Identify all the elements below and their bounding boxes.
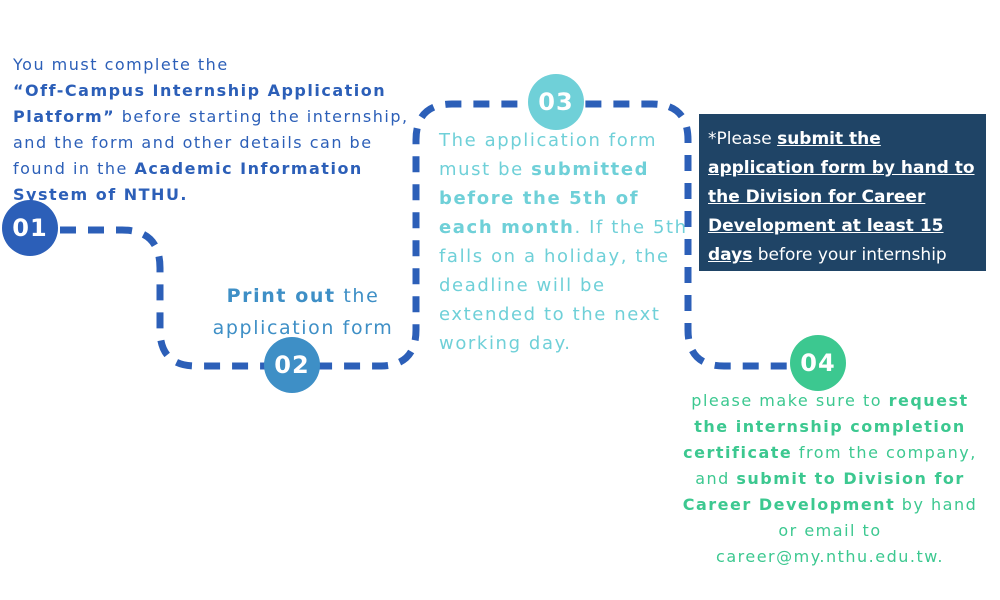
note-text-part: *Please [708,129,778,149]
step-1-system-name: Academic Information System of NTHU. [13,159,363,204]
step-2-text-part: the application form [212,285,394,339]
step-1-platform-name: “Off-Campus Internship Application Platf… [13,81,387,126]
step-3-text: The application form must be submitted b… [439,126,691,358]
note-box: *Please submit the application form by h… [699,114,986,294]
step-4-text-part: by hand or email to career@my.nthu.edu.t… [716,495,978,566]
step-1-text-part: You must complete the [13,55,229,74]
step-2-bold: Print out [226,285,336,307]
step-2-text: Print out the application form [196,280,410,344]
step-4-badge: 04 [790,335,846,391]
step-4-bold: submit to Division for Career Developmen… [682,469,965,514]
step-1-text-part: before starting the internship, and the … [13,107,409,178]
step-4-text-part: please make sure to [691,391,889,410]
note-underlined: submit the application form by hand to t… [708,129,975,265]
step-3-text-part: The application form must be [439,130,658,180]
step-4-text-part: from the company, and [695,443,977,488]
step-3-text-part: . If the 5th falls on a holiday, the dea… [439,217,688,354]
step-3-badge: 03 [528,74,584,130]
step-4-text: please make sure to request the internsh… [678,388,982,570]
step-1-text: You must complete the “Off-Campus Interns… [13,52,413,208]
step-3-bold: submitted before the 5th of each month [439,159,650,238]
step-1-badge: 01 [2,200,58,256]
step-2-badge: 02 [264,337,320,393]
step-4-bold: request the internship completion certif… [683,391,969,462]
note-text-part: before your internship start* [708,245,947,294]
